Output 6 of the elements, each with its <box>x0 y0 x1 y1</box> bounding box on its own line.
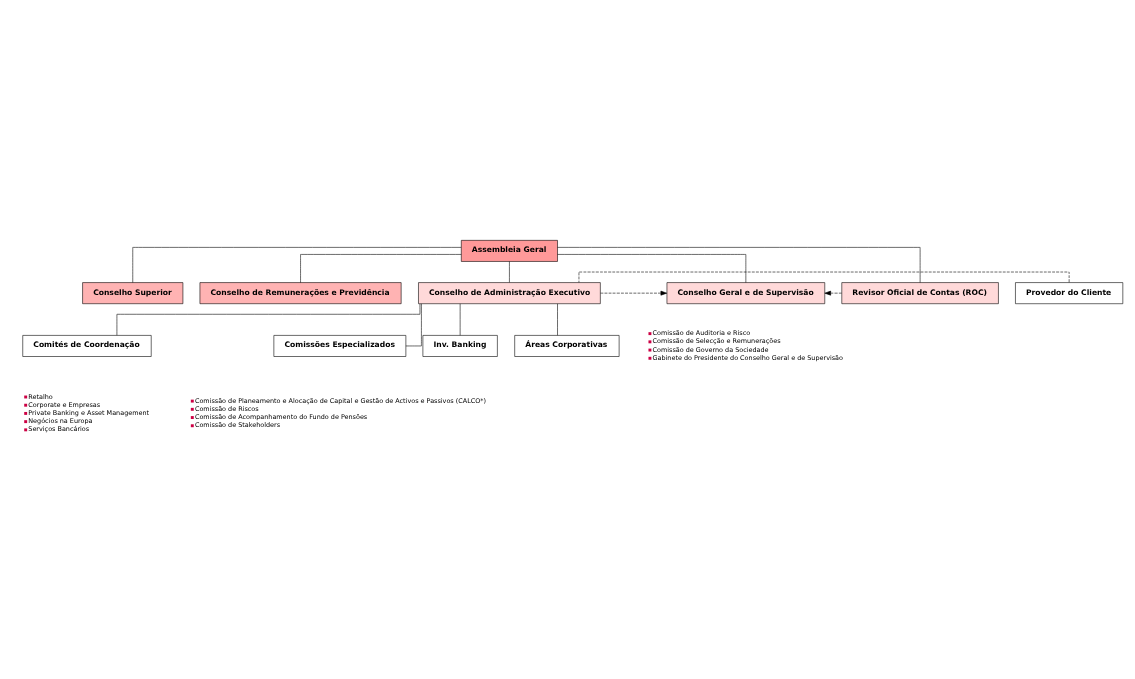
connector <box>509 261 510 283</box>
connector <box>557 247 921 283</box>
arrow <box>600 290 668 296</box>
connector <box>300 254 462 283</box>
connector <box>557 254 747 283</box>
arrow <box>824 290 842 296</box>
